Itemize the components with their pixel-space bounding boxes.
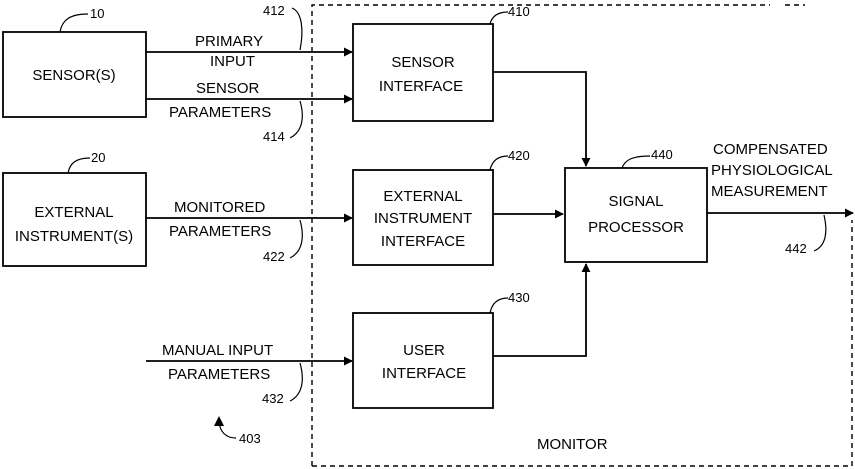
external-instrument-label-line2: INSTRUMENT(S) [15,228,133,245]
user-interface-label-line1: USER [403,342,445,359]
primary-input-signal: PRIMARY INPUT 412 [146,3,352,70]
sensor-ref: 10 [90,6,104,21]
external-instrument-label-line1: EXTERNAL [34,204,113,221]
compensated-measurement-signal: COMPENSATED PHYSIOLOGICAL MEASUREMENT 44… [707,141,853,256]
svg-text:INSTRUMENT(S): INSTRUMENT(S) [15,228,133,245]
figure-ref-label: 403 [239,431,261,446]
external-instrument-interface-block: EXTERNAL INSTRUMENT INTERFACE 420 [353,148,530,265]
manual-input-parameters-signal: MANUAL INPUT PARAMETERS 432 [146,342,352,406]
signal-processor-label-line1: SIGNAL [608,193,663,210]
sensor-interface-label-line1: SENSOR [391,54,455,71]
sensor-interface-label-line2: INTERFACE [379,78,463,95]
compensated-measurement-label-line2: PHYSIOLOGICAL [711,162,833,179]
primary-input-label-line2: INPUT [210,53,255,70]
signal-processor-label-line2: PROCESSOR [588,219,684,236]
signal-processor-ref: 440 [651,147,673,162]
sensor-interface-to-processor-connector [493,72,586,166]
manual-input-label-line2: PARAMETERS [168,366,270,383]
monitor-label: MONITOR [537,436,608,453]
external-instrument-interface-label-line3: INTERFACE [381,233,465,250]
monitored-parameters-label-line2: PARAMETERS [169,223,271,240]
monitored-parameters-label-line1: MONITORED [174,199,266,216]
user-interface-to-processor-connector [493,264,586,356]
figure-ref: 403 [214,416,261,446]
compensated-measurement-label-line3: MEASUREMENT [711,183,828,200]
primary-input-label-line1: PRIMARY [195,33,263,50]
sensor-parameters-label-line1: SENSOR [196,80,260,97]
monitored-parameters-ref: 422 [263,249,285,264]
svg-text:SENSOR(S): SENSOR(S) [32,67,115,84]
external-instrument-interface-label-line2: INSTRUMENT [374,210,472,227]
external-instrument-block: EXTERNAL INSTRUMENT(S) 20 [3,150,146,266]
sensor-block: SENSOR(S) 10 [3,6,146,117]
monitored-parameters-signal: MONITORED PARAMETERS 422 [146,199,352,264]
svg-text:EXTERNAL: EXTERNAL [34,204,113,221]
sensor-parameters-ref: 414 [263,129,285,144]
sensor-parameters-signal: SENSOR PARAMETERS 414 [146,80,352,144]
compensated-measurement-ref: 442 [785,241,807,256]
external-instrument-interface-ref: 420 [508,148,530,163]
user-interface-ref: 430 [508,290,530,305]
user-interface-block: USER INTERFACE 430 [353,290,530,408]
external-instrument-interface-label-line1: EXTERNAL [383,188,462,205]
external-instrument-ref: 20 [91,150,105,165]
sensor-block-label: SENSOR(S) [32,67,115,84]
sensor-interface-block: SENSOR INTERFACE 410 [353,4,530,121]
compensated-measurement-label-line1: COMPENSATED [713,141,828,158]
manual-input-label-line1: MANUAL INPUT [162,342,273,359]
primary-input-ref: 412 [263,3,285,18]
sensor-parameters-label-line2: PARAMETERS [169,104,271,121]
manual-input-ref: 432 [262,391,284,406]
sensor-interface-ref: 410 [508,4,530,19]
user-interface-label-line2: INTERFACE [382,365,466,382]
